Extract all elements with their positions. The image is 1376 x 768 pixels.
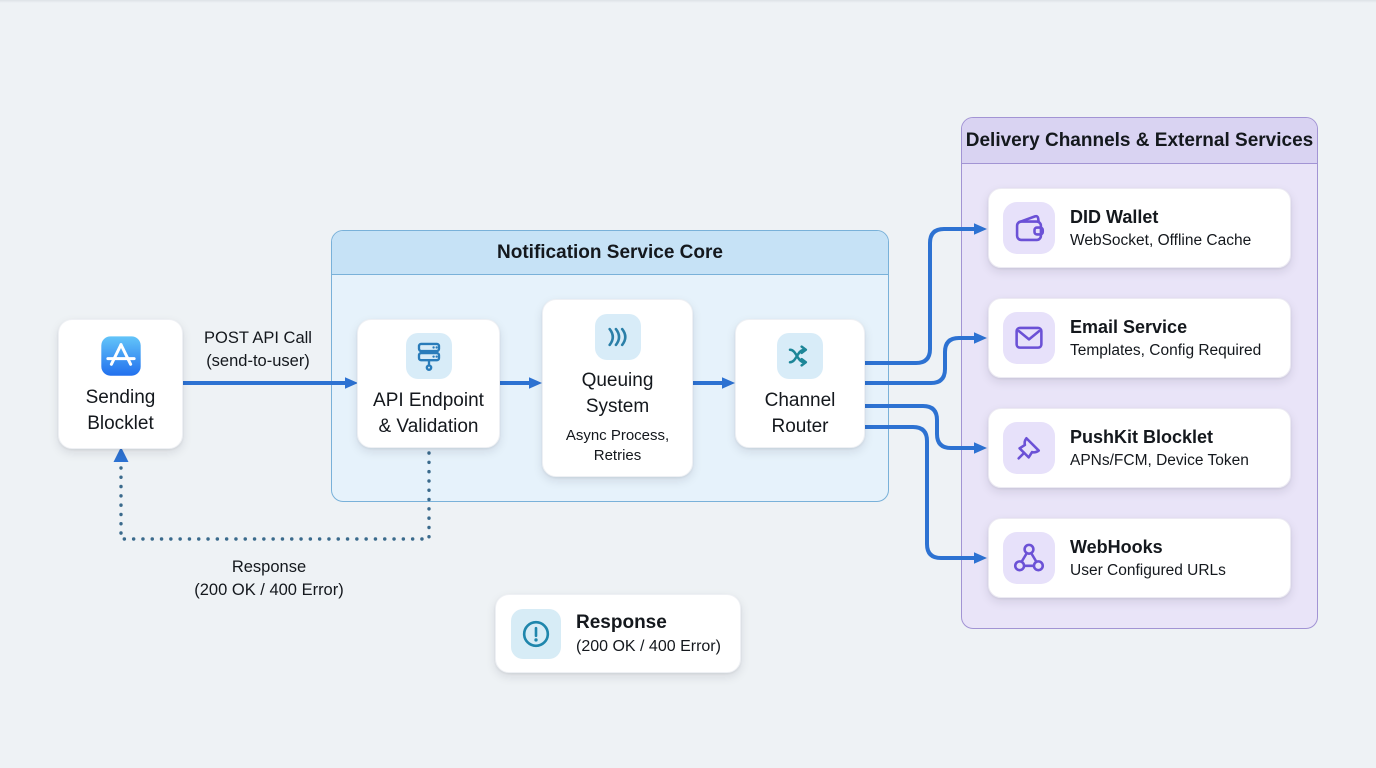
node-label: Router xyxy=(771,416,829,437)
card-did-wallet: DID Wallet WebSocket, Offline Cache xyxy=(988,188,1291,268)
queue-icon xyxy=(607,327,627,347)
node-label: Channel xyxy=(764,390,836,411)
icon-chip xyxy=(1003,532,1055,584)
card-email-service: Email Service Templates, Config Required xyxy=(988,298,1291,378)
top-edge-artifact xyxy=(0,0,1376,3)
legend-title: Response xyxy=(576,611,667,633)
card-subtitle: WebSocket, Offline Cache xyxy=(1070,232,1252,249)
card-title: Email Service xyxy=(1070,317,1188,337)
node-label: API Endpoint xyxy=(373,390,484,411)
node-sublabel: Retries xyxy=(593,447,642,464)
server-icon xyxy=(417,342,440,372)
card-subtitle: APNs/FCM, Device Token xyxy=(1070,452,1249,469)
mail-icon xyxy=(1015,326,1043,349)
card-title: DID Wallet xyxy=(1070,207,1159,227)
node-channel-router: Channel Router xyxy=(735,319,865,448)
legend-response: Response (200 OK / 400 Error) xyxy=(495,594,741,673)
node-api-endpoint: API Endpoint & Validation xyxy=(357,319,500,448)
card-title: WebHooks xyxy=(1070,537,1163,557)
node-label: Blocklet xyxy=(87,413,154,434)
shuffle-icon xyxy=(788,345,808,367)
icon-chip xyxy=(1003,422,1055,474)
wallet-icon xyxy=(1015,214,1045,242)
post-api-call-label: POST API Call (send-to-user) xyxy=(204,329,312,370)
icon-chip xyxy=(511,608,561,659)
card-subtitle: Templates, Config Required xyxy=(1070,342,1262,359)
app-store-icon xyxy=(100,336,141,376)
node-label: & Validation xyxy=(378,416,479,437)
response-arrowhead xyxy=(113,447,129,462)
pushpin-icon xyxy=(1017,436,1041,460)
card-webhooks: WebHooks User Configured URLs xyxy=(988,518,1291,598)
icon-chip xyxy=(405,333,452,379)
delivery-container-title: Delivery Channels & External Services xyxy=(962,118,1317,164)
icon-chip xyxy=(777,333,823,379)
core-container-title: Notification Service Core xyxy=(332,231,888,275)
icon-chip xyxy=(1003,202,1055,254)
response-edge-label: Response (200 OK / 400 Error) xyxy=(194,558,344,599)
node-label: Queuing xyxy=(581,370,654,391)
card-title: PushKit Blocklet xyxy=(1070,427,1214,447)
node-label: System xyxy=(585,396,650,417)
node-label: Sending xyxy=(85,387,156,408)
icon-chip xyxy=(594,314,641,360)
node-queuing-system: Queuing System Async Process, Retries xyxy=(542,299,693,477)
alert-circle-icon xyxy=(522,620,550,647)
webhook-icon xyxy=(1013,543,1045,572)
card-subtitle: User Configured URLs xyxy=(1070,562,1226,579)
node-sublabel: Async Process, xyxy=(565,427,670,444)
card-pushkit-blocklet: PushKit Blocklet APNs/FCM, Device Token xyxy=(988,408,1291,488)
node-sending-blocklet: Sending Blocklet xyxy=(58,319,183,449)
legend-subtitle: (200 OK / 400 Error) xyxy=(576,637,721,655)
icon-chip xyxy=(1003,312,1055,364)
